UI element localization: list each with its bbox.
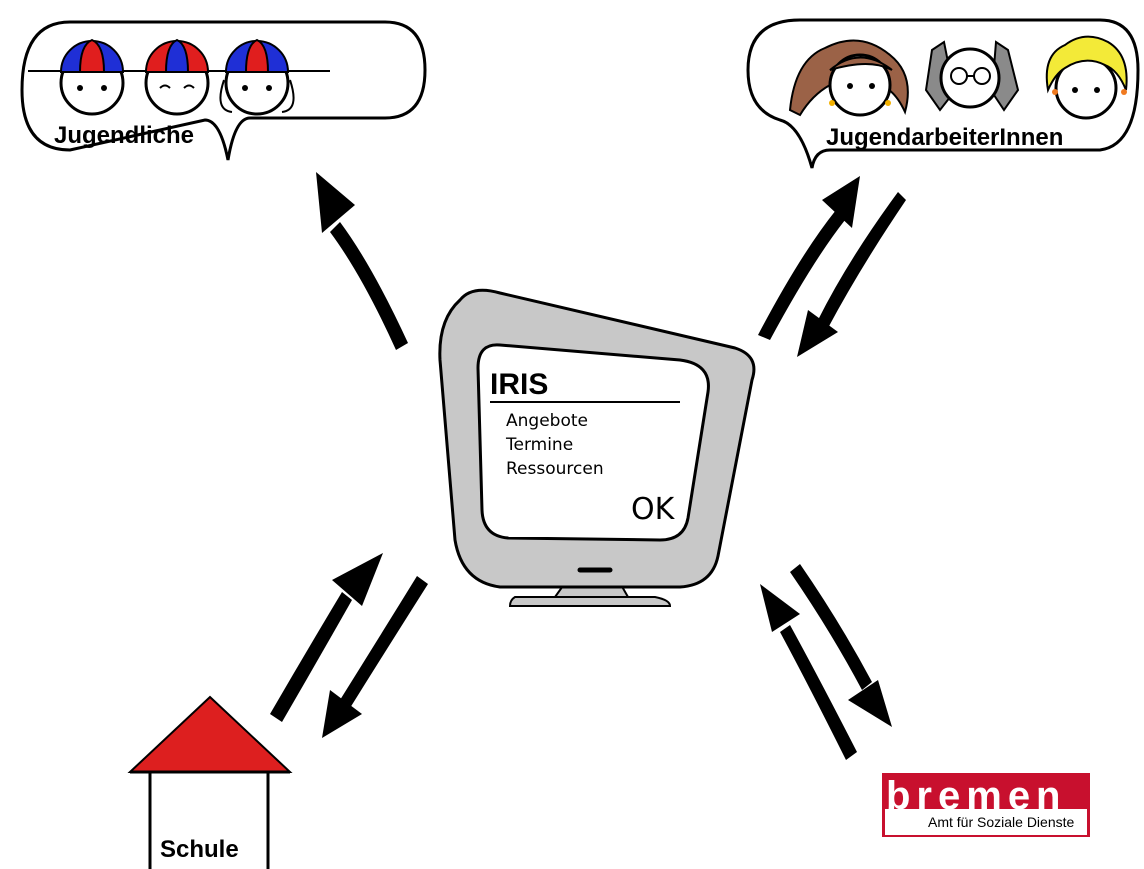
arrow-monitor-to-jugendarbeiter (758, 176, 860, 340)
youth-worker-faces-icon (788, 35, 1128, 120)
jugendarbeiter-label: JugendarbeiterInnen (826, 124, 1064, 151)
menu-item-angebote: Angebote (506, 411, 588, 431)
arrow-monitor-to-jugendliche (316, 172, 408, 350)
arrow-monitor-to-schule (322, 576, 428, 738)
arrow-jugendarbeiter-to-monitor (797, 192, 906, 357)
bremen-subtitle: Amt für Soziale Dienste (928, 814, 1075, 830)
bremen-logo (882, 773, 1090, 837)
arrow-schule-to-monitor (270, 553, 383, 722)
ok-label: OK (631, 492, 675, 527)
school-house-icon (127, 695, 293, 869)
iris-title: IRIS (490, 368, 549, 401)
menu-item-termine: Termine (506, 435, 574, 455)
monitor-icon (438, 288, 756, 607)
schule-label: Schule (160, 836, 239, 863)
arrow-monitor-to-bremen (790, 564, 892, 727)
youth-faces-icon (59, 38, 295, 116)
jugendliche-label: Jugendliche (54, 122, 195, 149)
arrow-bremen-to-monitor (760, 584, 857, 760)
bremen-wordmark: bremen (886, 774, 1067, 818)
menu-item-ressourcen: Ressourcen (506, 459, 604, 479)
